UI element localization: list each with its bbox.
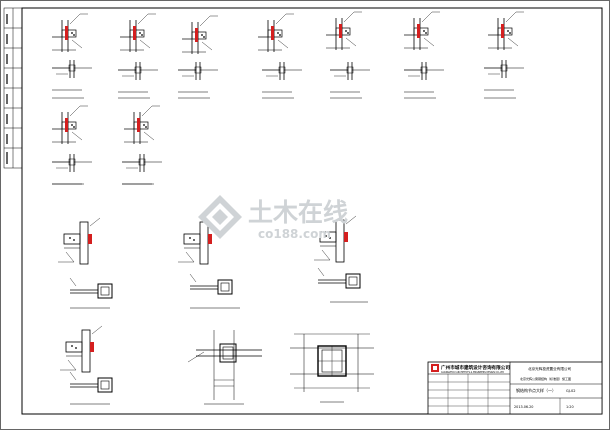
detail-node-6 bbox=[403, 11, 445, 99]
drawing-scale: 1:20 bbox=[566, 405, 574, 409]
client-company: 北京光辉投资置业有限公司 bbox=[528, 366, 572, 371]
watermark-logo-icon bbox=[198, 195, 242, 239]
drawing-border bbox=[21, 7, 603, 415]
drawing-number: GJ-02 bbox=[566, 389, 576, 393]
detail-node-8 bbox=[51, 105, 93, 185]
detail-node-9 bbox=[121, 105, 163, 185]
watermark-en: co188.com bbox=[258, 227, 331, 241]
detail-joint-13 bbox=[59, 325, 113, 405]
detail-node-2 bbox=[117, 13, 159, 99]
watermark: 土木在线 co188.com bbox=[198, 195, 348, 241]
detail-plan-14 bbox=[187, 330, 262, 405]
company-logo-icon bbox=[431, 364, 439, 372]
designer-company-en: GUANGZHOU ARCHITECTS & ENGINEERS DESIGN … bbox=[441, 371, 504, 374]
detail-plan-15 bbox=[290, 333, 374, 403]
detail-node-4 bbox=[257, 13, 303, 99]
detail-node-3 bbox=[177, 15, 219, 99]
designer-company: 广州市城市建筑设计咨询有限公司 bbox=[441, 364, 510, 371]
detail-joint-12 bbox=[313, 215, 368, 303]
watermark-cn: 土木在线 bbox=[248, 198, 348, 227]
detail-joint-10 bbox=[57, 217, 113, 309]
left-binding-strip bbox=[3, 7, 23, 169]
detail-node-5 bbox=[325, 11, 371, 99]
detail-joint-11 bbox=[177, 217, 240, 309]
drawing-title: 钢结构节点大样（一） bbox=[516, 387, 556, 393]
project-name: 北京光辉公寓钢结构（标准层）施工图 bbox=[520, 376, 571, 381]
drawing-date: 2013.06.20 bbox=[514, 405, 533, 409]
title-block: 广州市城市建筑设计咨询有限公司 GUANGZHOU ARCHITECTS & E… bbox=[427, 361, 603, 415]
detail-node-1 bbox=[51, 13, 93, 99]
detail-node-7 bbox=[483, 11, 525, 99]
